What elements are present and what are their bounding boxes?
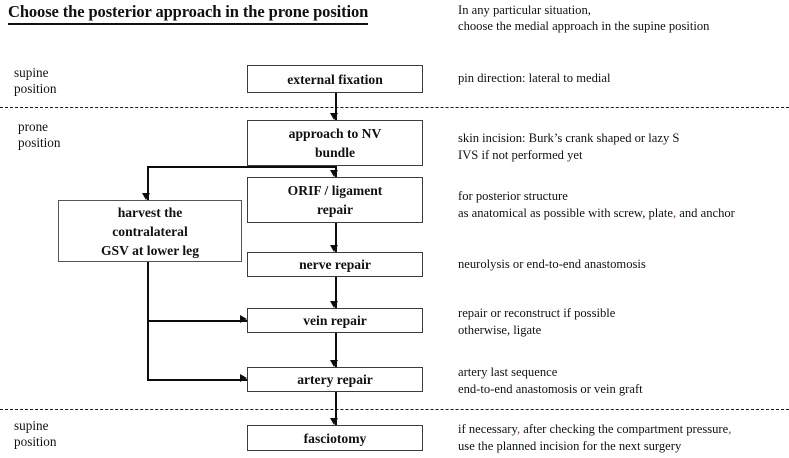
note-comma: , (672, 205, 677, 220)
connector-nerve-to-vein (335, 275, 337, 308)
node-orif-ligament-repair[interactable]: ORIF / ligament repair (247, 177, 423, 223)
node-artery-repair[interactable]: artery repair (247, 367, 423, 392)
position-label-line2: position (18, 135, 61, 150)
node-nerve-repair[interactable]: nerve repair (247, 252, 423, 277)
position-label-line2: position (14, 81, 57, 96)
connector-orif-to-nerve (335, 222, 337, 252)
connector-vein-to-artery (335, 331, 337, 367)
note-line1: artery last sequence (458, 365, 558, 379)
top-right-note: In any particular situation, choose the … (458, 2, 709, 34)
position-label-prone: prone position (18, 119, 61, 151)
connector-gsv-to-artery-horizontal (147, 379, 247, 381)
note-vein-repair: repair or reconstruct if possible otherw… (458, 305, 615, 338)
note-line2: otherwise, ligate (458, 322, 542, 337)
node-approach-nv-bundle[interactable]: approach to NV bundle (247, 120, 423, 166)
note-line2-part2: and anchor (676, 205, 735, 220)
node-label: ORIF / ligament repair (288, 181, 383, 219)
node-label-line1: ORIF / ligament (287, 183, 383, 198)
node-label-line1: approach to NV (288, 126, 382, 141)
arrowhead-gsv-to-vein (240, 315, 247, 323)
connector-extfix-to-approach (335, 92, 337, 120)
node-external-fixation[interactable]: external fixation (247, 65, 423, 93)
node-label: artery repair (297, 372, 373, 387)
node-label-line2: repair (317, 202, 353, 217)
arrowhead-artery (330, 360, 338, 367)
note-fasciotomy: if necessary, after checking the compart… (458, 421, 731, 454)
note-line1: pin direction: lateral to medial (458, 71, 611, 85)
node-harvest-gsv[interactable]: harvest the contralateral GSV at lower l… (58, 200, 242, 262)
node-fasciotomy[interactable]: fasciotomy (247, 425, 423, 451)
position-label-supine-top: supine position (14, 65, 57, 97)
connector-artery-to-fasciotomy (335, 390, 337, 425)
arrowhead-orif (330, 170, 338, 177)
top-note-line1: In any particular situation, (458, 3, 591, 17)
arrowhead-vein (330, 301, 338, 308)
note-approach-nv-bundle: skin incision: Burk’s crank shaped or la… (458, 130, 679, 163)
node-vein-repair[interactable]: vein repair (247, 308, 423, 333)
node-label-line2: bundle (314, 145, 356, 160)
arrowhead-gsv-to-artery (240, 374, 247, 382)
connector-gsv-to-vein-horizontal (147, 320, 247, 322)
arrowhead-fasciotomy (330, 418, 338, 425)
note-line1-part2: after checking the compartment pressure (520, 422, 729, 436)
note-orif: for posterior structure as anatomical as… (458, 188, 735, 221)
position-label-line1: supine (14, 65, 49, 80)
note-comma-2: , (728, 422, 732, 436)
page-title: Choose the posterior approach in the pro… (8, 2, 368, 25)
note-line1: neurolysis or end-to-end anastomosis (458, 257, 646, 271)
note-line1: repair or reconstruct if possible (458, 306, 616, 320)
connector-branch-to-gsv-vertical (147, 166, 149, 200)
arrowhead-gsv (142, 193, 150, 200)
note-line1-part1: if necessary (458, 422, 517, 436)
connector-branch-to-gsv-horizontal (147, 166, 336, 168)
node-label: nerve repair (299, 257, 371, 272)
note-nerve-repair: neurolysis or end-to-end anastomosis (458, 256, 646, 273)
node-label-line1: harvest the (117, 204, 183, 220)
node-label: vein repair (303, 313, 367, 328)
note-line1: for posterior structure (458, 189, 568, 203)
position-label-line2: position (14, 434, 57, 449)
position-label-line1: prone (18, 119, 49, 134)
node-label: fasciotomy (303, 430, 367, 446)
note-comma-1: , (516, 422, 521, 436)
note-line1: skin incision: Burk’s crank shaped or la… (458, 131, 680, 145)
note-line2: use the planned incision for the next su… (458, 438, 682, 453)
arrowhead-approach (330, 113, 338, 120)
note-line2-part1: as anatomical as possible with screw, pl… (458, 205, 673, 220)
note-line1: if necessary, after checking the compart… (458, 421, 731, 438)
position-label-line1: supine (14, 418, 49, 433)
node-label: harvest the contralateral GSV at lower l… (101, 203, 199, 260)
separator-supine-prone (0, 107, 789, 108)
node-label: approach to NV bundle (289, 124, 382, 162)
arrowhead-nerve (330, 245, 338, 252)
node-label: external fixation (287, 71, 383, 87)
note-line2: end-to-end anastomosis or vein graft (458, 381, 643, 396)
node-label-line3: GSV at lower leg (100, 242, 200, 258)
note-external-fixation: pin direction: lateral to medial (458, 70, 610, 87)
position-label-supine-bottom: supine position (14, 418, 57, 450)
node-label-line2: contralateral (112, 223, 188, 239)
note-artery-repair: artery last sequence end-to-end anastomo… (458, 364, 643, 397)
separator-prone-supine (0, 409, 789, 410)
note-line2: as anatomical as possible with screw, pl… (458, 205, 735, 222)
top-note-line2: choose the medial approach in the supine… (458, 19, 710, 33)
note-line2: IVS if not performed yet (458, 147, 583, 162)
